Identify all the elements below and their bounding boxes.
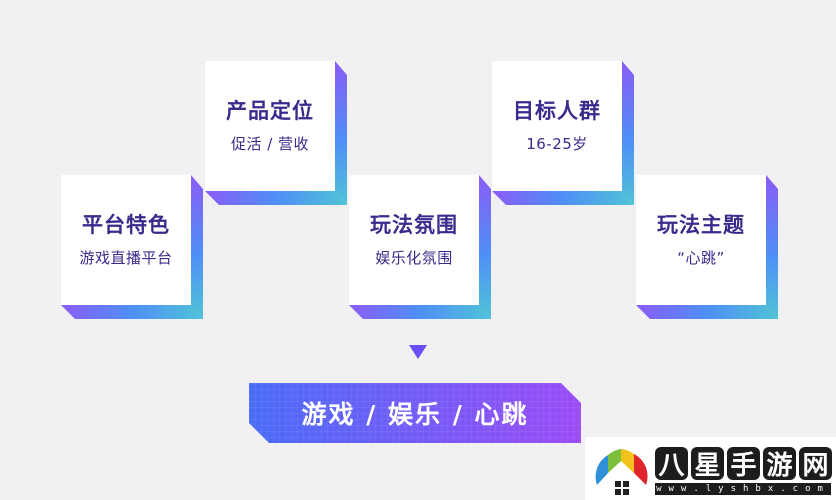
banner-text: 游戏 / 娱乐 / 心跳 <box>301 400 529 429</box>
watermark-title: 八 星 手 游 网 <box>655 447 832 481</box>
card-extrusion <box>61 175 203 319</box>
card-subtitle: 游戏直播平台 <box>79 249 173 267</box>
card-subtitle: “心跳” <box>677 249 725 267</box>
card-face: 平台特色 游戏直播平台 <box>61 175 191 305</box>
card-gameplay-atmosphere: 玩法氛围 娱乐化氛围 <box>349 175 493 319</box>
card-title: 玩法主题 <box>657 213 745 237</box>
card-subtitle: 促活 / 营收 <box>230 135 310 153</box>
card-gameplay-theme: 玩法主题 “心跳” <box>636 175 780 319</box>
card-title: 产品定位 <box>226 99 314 123</box>
card-title: 目标人群 <box>513 99 601 123</box>
watermark-char: 手 <box>727 447 760 481</box>
card-platform-feature: 平台特色 游戏直播平台 <box>61 175 205 319</box>
house-logo-icon <box>595 449 648 495</box>
card-extrusion <box>636 175 778 319</box>
card-face: 玩法氛围 娱乐化氛围 <box>349 175 479 305</box>
watermark-logo: 八 星 手 游 网 www.lyshbx.com <box>585 437 836 500</box>
banner-background <box>249 383 581 443</box>
card-title: 平台特色 <box>82 213 170 237</box>
card-product-positioning: 产品定位 促活 / 营收 <box>205 61 349 205</box>
watermark-char: 星 <box>691 447 724 481</box>
result-banner: 游戏 / 娱乐 / 心跳 <box>249 383 581 443</box>
card-target-audience: 目标人群 16-25岁 <box>492 61 636 205</box>
card-face: 玩法主题 “心跳” <box>636 175 766 305</box>
watermark-char: 网 <box>799 447 832 481</box>
card-subtitle: 16-25岁 <box>526 135 588 153</box>
watermark-char: 游 <box>763 447 796 481</box>
down-arrow-icon <box>409 345 427 359</box>
card-face: 产品定位 促活 / 营收 <box>205 61 335 191</box>
card-extrusion <box>349 175 491 319</box>
card-extrusion <box>492 61 634 205</box>
card-title: 玩法氛围 <box>370 213 458 237</box>
card-subtitle: 娱乐化氛围 <box>375 249 453 267</box>
watermark-char: 八 <box>655 447 688 481</box>
card-extrusion <box>205 61 347 205</box>
card-face: 目标人群 16-25岁 <box>492 61 622 191</box>
watermark-url: www.lyshbx.com <box>655 483 831 495</box>
